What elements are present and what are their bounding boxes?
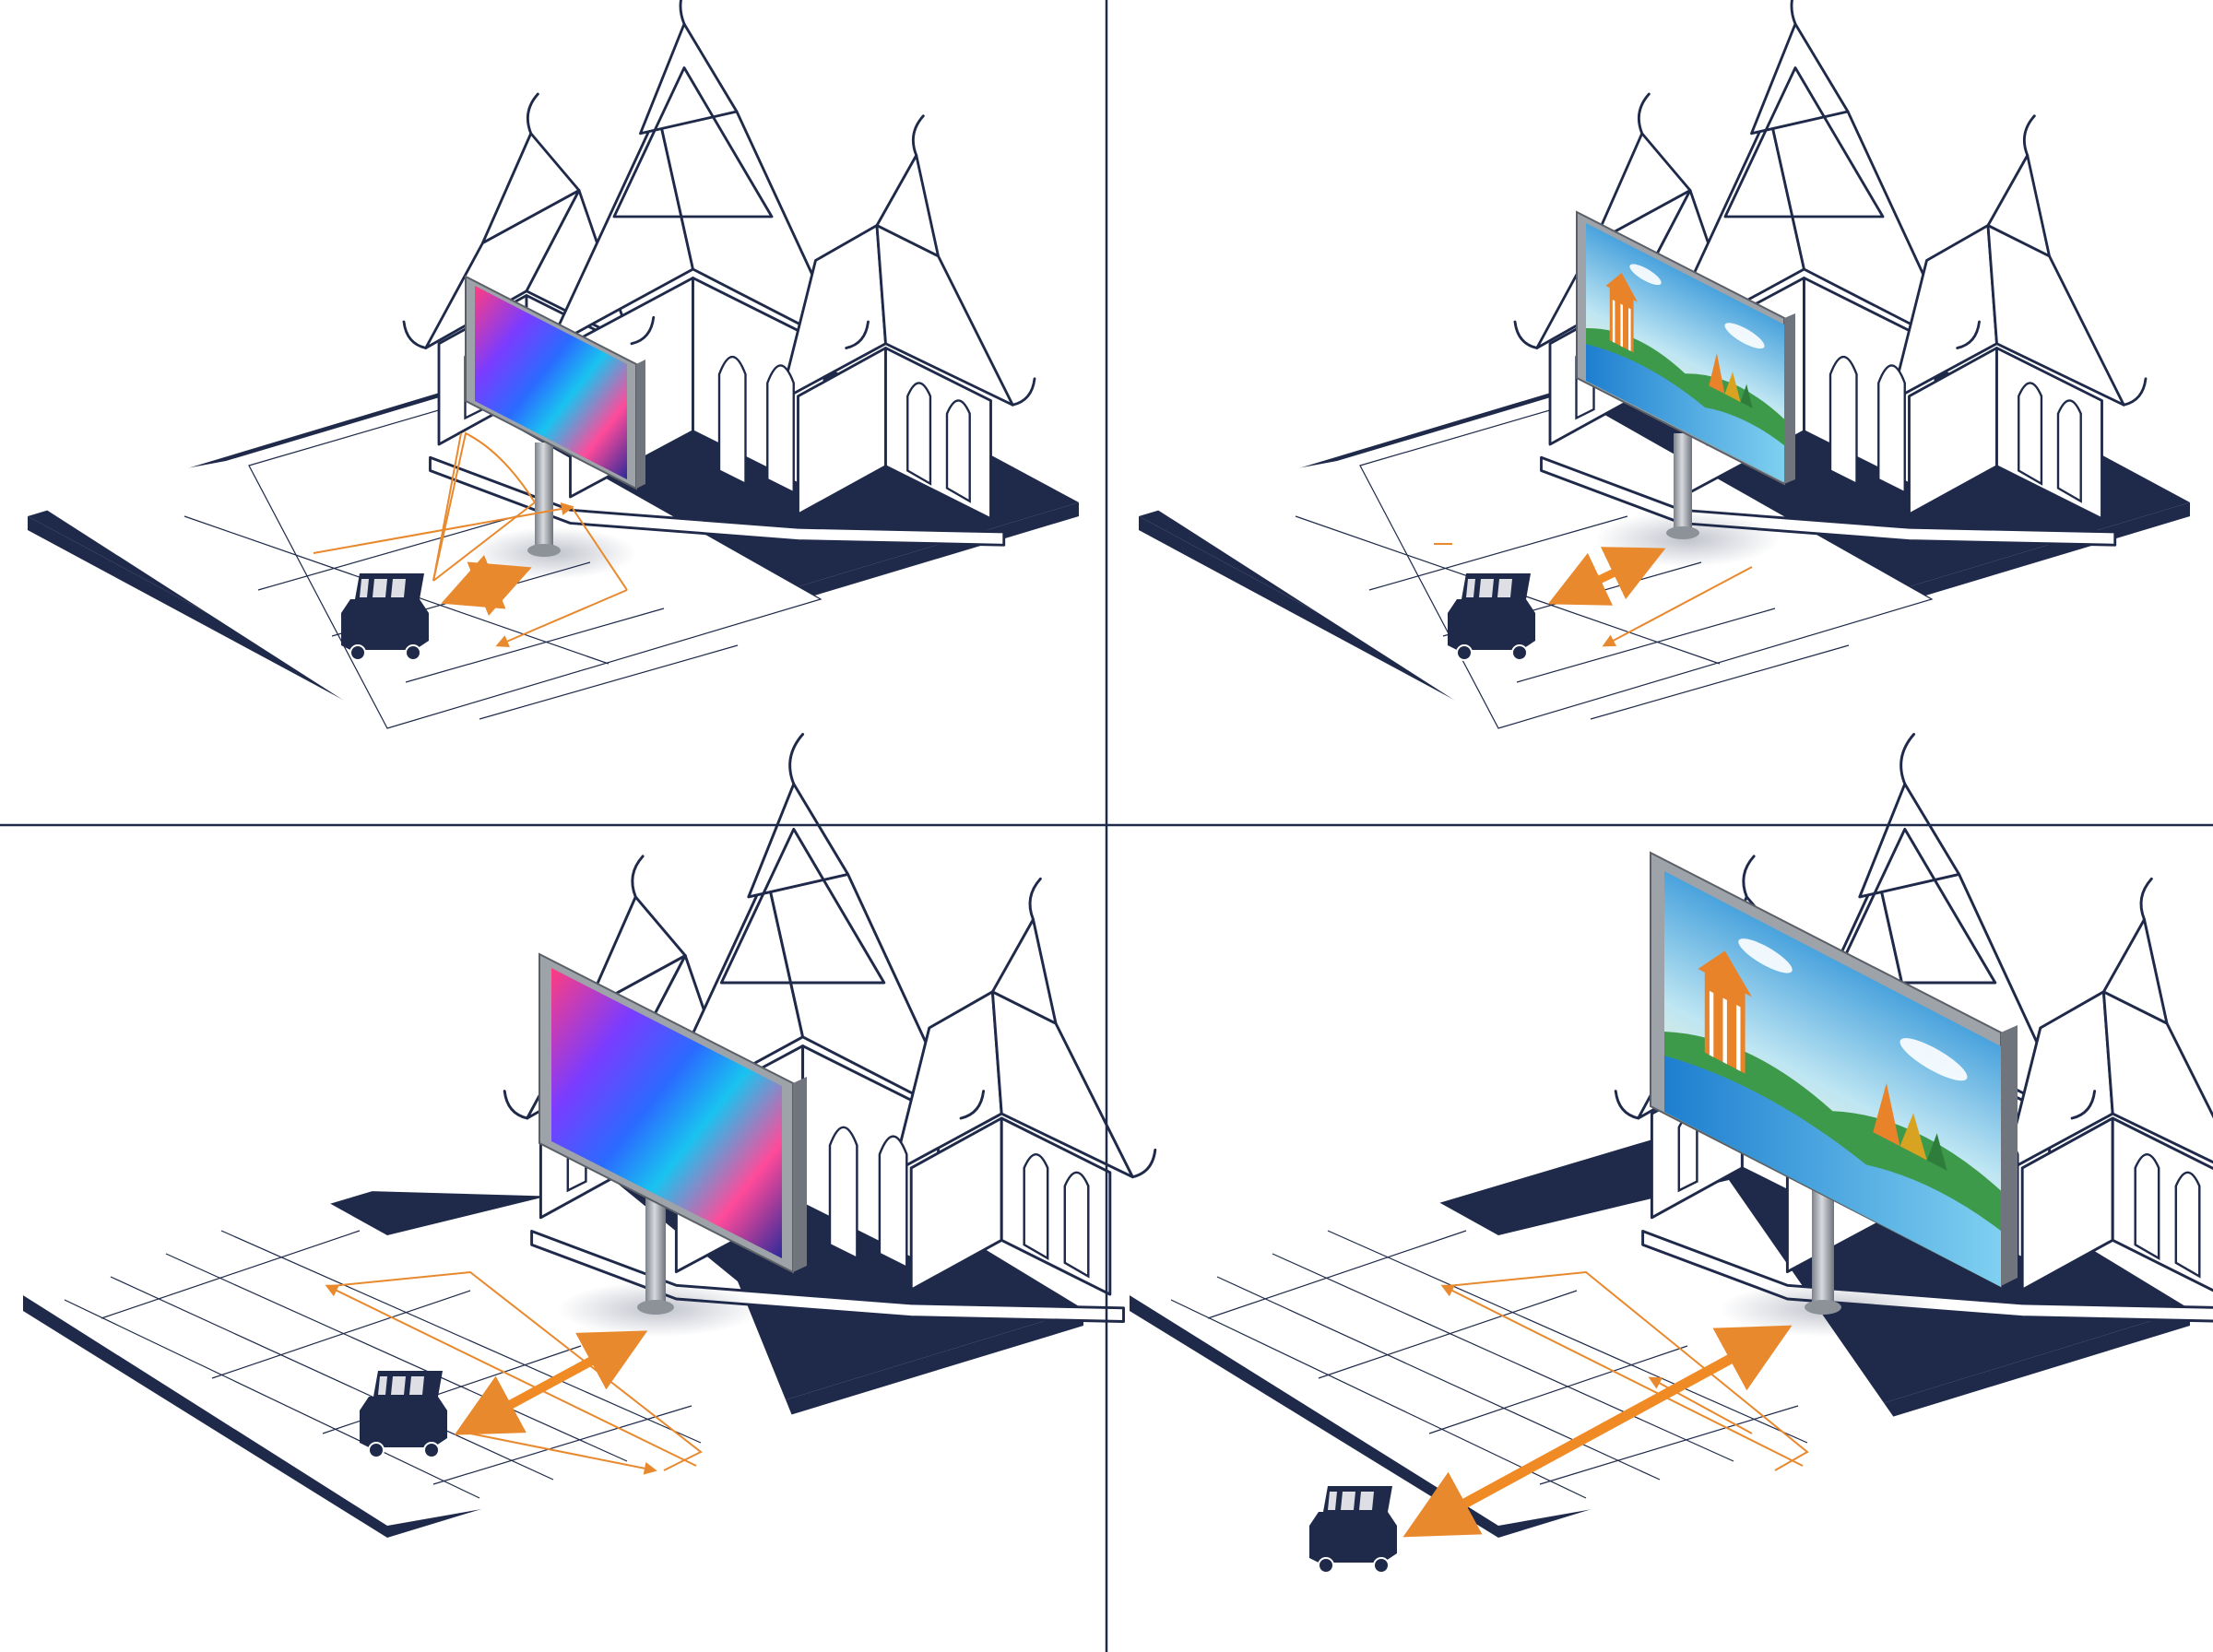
sight-guides — [313, 431, 628, 648]
distance-arrow — [1547, 547, 1666, 606]
panel-top-left — [28, 0, 1079, 729]
distance-arrow — [441, 555, 532, 616]
panel-bottom-left — [23, 733, 1157, 1538]
panel-bottom-right — [1130, 733, 2213, 1574]
distance-arrow — [454, 1330, 648, 1435]
distance-arrow — [1402, 1325, 1793, 1538]
billboard-pole — [1674, 433, 1692, 535]
tuk-tuk — [1308, 1485, 1398, 1574]
billboard-pole — [535, 442, 553, 553]
billboard-screen-abstract — [475, 286, 627, 479]
panel-top-right — [1139, 0, 2190, 729]
billboard-screen-abstract — [551, 968, 782, 1258]
sight-guides — [1434, 543, 1753, 647]
